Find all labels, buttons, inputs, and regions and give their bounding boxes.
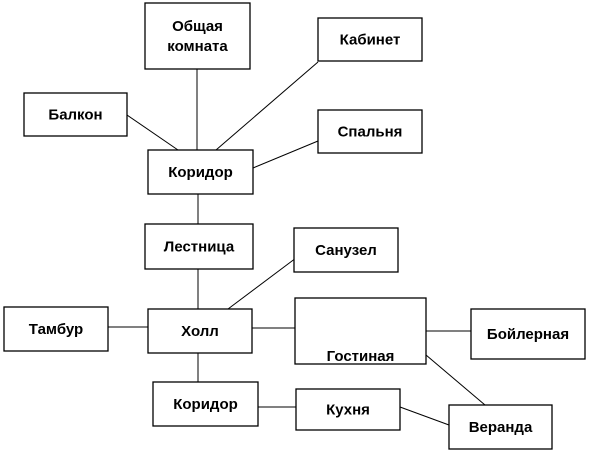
node-box-holl — [147, 308, 253, 354]
diagram-edges — [108, 61, 486, 426]
node-label-obshchaya-line-1: Общая — [172, 18, 223, 35]
node-box-tambur — [3, 306, 109, 352]
node-gostinaya: Гостиная — [294, 297, 427, 365]
node-boylernaya: Бойлерная — [470, 308, 586, 360]
node-label-holl: Холл — [181, 323, 219, 340]
node-label-sanuzel: Санузел — [315, 242, 377, 259]
edge-balkon-to-koridor-top — [126, 114, 179, 151]
node-sanuzel: Санузел — [293, 227, 399, 273]
node-box-balkon — [23, 92, 128, 137]
node-tambur: Тамбур — [3, 306, 109, 352]
node-spalnya: Спальня — [317, 109, 423, 154]
edge-spalnya-to-koridor-top — [252, 140, 319, 169]
node-kuhnya: Кухня — [295, 388, 401, 431]
node-box-kabinet — [317, 17, 423, 62]
node-veranda: Веранда — [448, 404, 553, 450]
node-label-gostinaya: Гостиная — [327, 348, 395, 365]
node-label-balkon: Балкон — [48, 107, 102, 124]
node-box-veranda — [448, 404, 553, 450]
node-box-gostinaya — [294, 297, 427, 365]
node-label-koridor-top: Коридор — [168, 164, 233, 181]
node-label-spalnya: Спальня — [338, 124, 403, 141]
node-box-obshchaya — [144, 2, 251, 70]
edge-kuhnya-to-veranda — [399, 406, 450, 426]
node-kabinet: Кабинет — [317, 17, 423, 62]
node-obshchaya: Общая комната — [144, 2, 251, 70]
node-label-tambur: Тамбур — [29, 321, 83, 338]
node-label-obshchaya-line-2: комната — [167, 38, 228, 55]
edge-kabinet-to-koridor-top — [215, 61, 319, 151]
node-box-spalnya — [317, 109, 423, 154]
node-lestnitsa: Лестница — [144, 223, 254, 270]
node-label-veranda: Веранда — [469, 419, 533, 436]
node-box-koridor-top — [147, 149, 254, 195]
node-holl: Холл — [147, 308, 253, 354]
node-label-koridor-bottom: Коридор — [173, 396, 238, 413]
node-label-lestnitsa: Лестница — [164, 239, 235, 256]
node-box-sanuzel — [293, 227, 399, 273]
edge-sanuzel-to-holl — [227, 257, 297, 310]
node-box-boylernaya — [470, 308, 586, 360]
node-label-boylernaya: Бойлерная — [487, 326, 569, 343]
node-label-kuhnya: Кухня — [326, 402, 370, 419]
node-box-lestnitsa — [144, 223, 254, 270]
node-koridor-bottom: Коридор — [152, 381, 259, 427]
node-koridor-top: Коридор — [147, 149, 254, 195]
node-box-koridor-bottom — [152, 381, 259, 427]
node-box-kuhnya — [295, 388, 401, 431]
node-balkon: Балкон — [23, 92, 128, 137]
node-label-kabinet: Кабинет — [340, 32, 401, 49]
edge-gostinaya-to-veranda — [425, 354, 486, 406]
